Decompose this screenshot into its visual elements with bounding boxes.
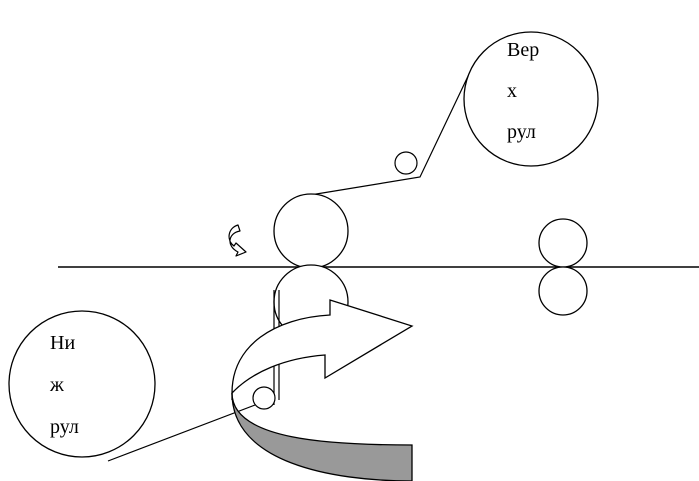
right-upper-roll [538, 218, 588, 268]
main-upper-roll [273, 193, 349, 269]
lower-roll-label-line-2: ж [49, 374, 64, 396]
curved-rotation-arrow-icon [228, 224, 247, 257]
upper-roll-label-line-2: х [507, 80, 517, 102]
upper-roll-label-line-1: Вер [507, 39, 539, 61]
arrow-band-icon [231, 392, 413, 481]
lower-web-line [107, 404, 256, 462]
upper-roll-label-line-3: рул [507, 121, 536, 143]
large-curved-arrow-icon [231, 299, 414, 395]
lower-roll-label-line-1: Ни [50, 332, 75, 354]
upper-supply-roll [463, 31, 599, 167]
lower-roll-label-line-3: рул [50, 416, 79, 438]
upper-idler-roller [394, 151, 418, 175]
lower-supply-roll [8, 310, 156, 458]
lower-idler-roller [252, 386, 276, 410]
right-lower-roll [538, 266, 588, 316]
upper-web-line [297, 71, 471, 198]
